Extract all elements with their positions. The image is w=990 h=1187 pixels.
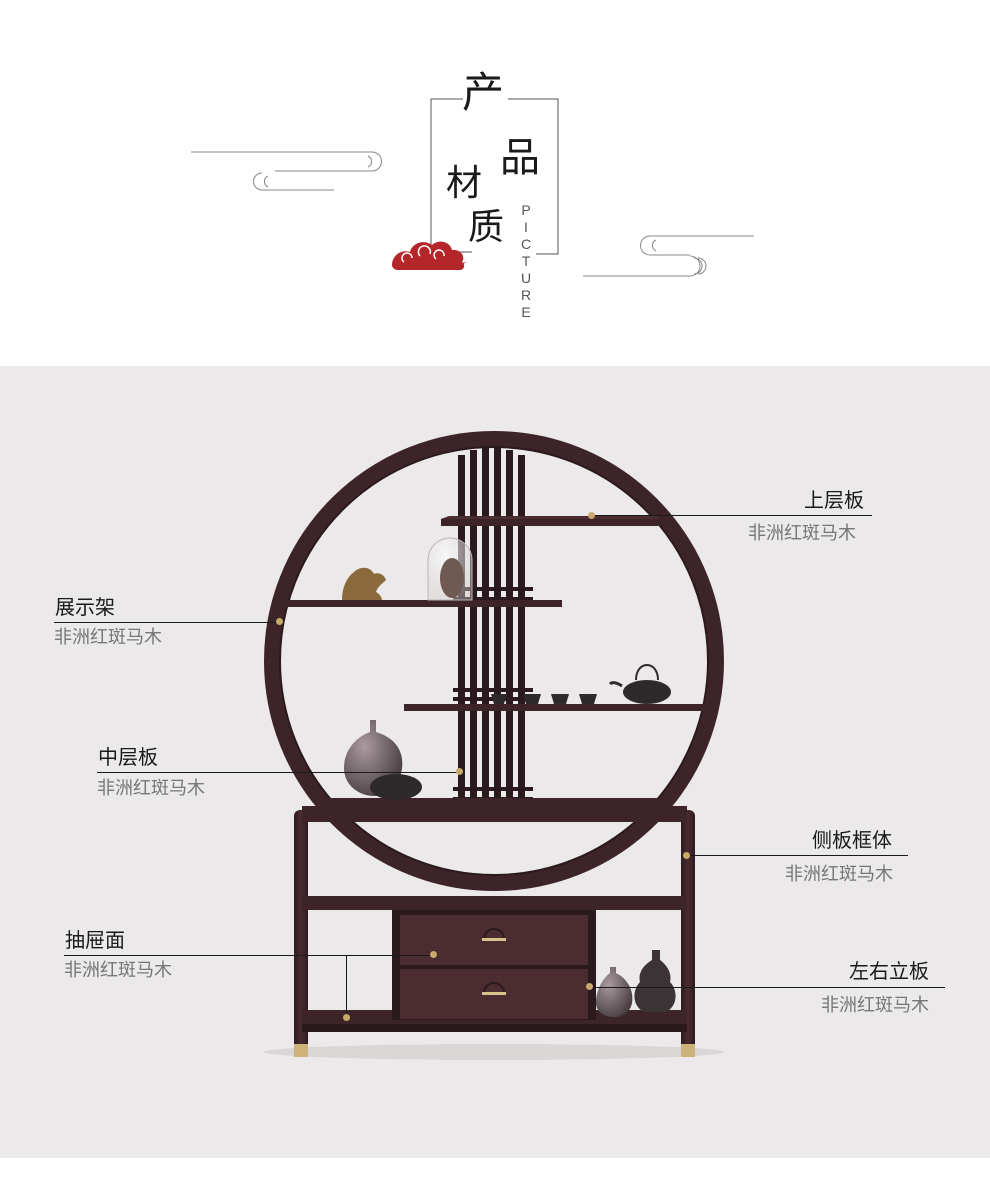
swirl-lines-left bbox=[191, 151, 382, 191]
callout-drawer-front-branch bbox=[346, 955, 347, 1017]
upper-shelf bbox=[441, 519, 658, 526]
floor-shadow bbox=[264, 1044, 724, 1060]
callout-drawer-front-dot-2 bbox=[343, 1014, 350, 1021]
callout-side-frame-dot bbox=[683, 852, 690, 859]
bottom-ring-shelf bbox=[324, 798, 664, 807]
callout-side-frame-material: 非洲红斑马木 bbox=[785, 864, 893, 885]
gourd-vase bbox=[634, 950, 676, 1012]
callout-drawer-front-label: 抽屉面 bbox=[65, 928, 125, 952]
moon-gate-display-cabinet bbox=[264, 431, 724, 1060]
egg-stone bbox=[440, 558, 464, 598]
callout-display-rack-line bbox=[54, 622, 280, 623]
callout-drawer-front-line bbox=[64, 955, 434, 956]
shelves bbox=[284, 516, 710, 807]
callout-side-panels-dot bbox=[586, 983, 593, 990]
callout-middle-shelf-dot bbox=[456, 768, 463, 775]
decor-objects bbox=[342, 537, 676, 1017]
display-shelf bbox=[284, 600, 562, 607]
callout-drawer-front-material: 非洲红斑马木 bbox=[64, 960, 172, 981]
slat-panel bbox=[453, 448, 533, 805]
title-char-4: 质 bbox=[468, 207, 505, 248]
round-vase bbox=[596, 967, 633, 1017]
callout-side-frame-line bbox=[688, 855, 908, 856]
title-char-3: 材 bbox=[446, 163, 483, 204]
auspicious-cloud-icon bbox=[392, 241, 466, 270]
callout-middle-shelf-material: 非洲红斑马木 bbox=[97, 778, 205, 799]
header-banner: 产 品 材 质 PICTURE bbox=[0, 0, 990, 366]
teapot bbox=[608, 664, 671, 704]
callout-middle-shelf-label: 中层板 bbox=[98, 745, 158, 769]
tea-cups bbox=[491, 694, 597, 704]
base-cabinet bbox=[294, 806, 695, 1057]
callout-side-panels-material: 非洲红斑马木 bbox=[821, 995, 929, 1016]
header-ornaments bbox=[191, 98, 754, 277]
callout-upper-shelf-line bbox=[592, 515, 872, 516]
small-vase bbox=[370, 774, 422, 800]
callout-display-rack-label: 展示架 bbox=[55, 595, 115, 619]
callout-drawer-front-dot bbox=[430, 951, 437, 958]
callout-display-rack-material: 非洲红斑马木 bbox=[54, 627, 162, 648]
callout-upper-shelf-material: 非洲红斑马木 bbox=[748, 523, 856, 544]
callout-middle-shelf-line bbox=[97, 772, 459, 773]
moon-ring bbox=[264, 431, 724, 891]
mid-shelf bbox=[404, 704, 710, 711]
title-char-2: 品 bbox=[500, 135, 540, 181]
cloud-swirls bbox=[401, 245, 445, 263]
bottom-strip bbox=[0, 1158, 990, 1187]
title-char-1: 产 bbox=[462, 68, 505, 117]
callout-display-rack-dot bbox=[276, 618, 283, 625]
callout-side-panels-label: 左右立板 bbox=[849, 959, 929, 983]
bronze-figurine bbox=[342, 567, 386, 600]
picture-subtitle: PICTURE bbox=[518, 202, 534, 321]
callout-side-frame-label: 侧板框体 bbox=[812, 828, 892, 852]
callout-side-panels-line bbox=[590, 987, 945, 988]
callout-upper-shelf-dot bbox=[588, 512, 595, 519]
callout-upper-shelf-label: 上层板 bbox=[804, 488, 864, 512]
swirl-lines-right bbox=[583, 235, 754, 277]
